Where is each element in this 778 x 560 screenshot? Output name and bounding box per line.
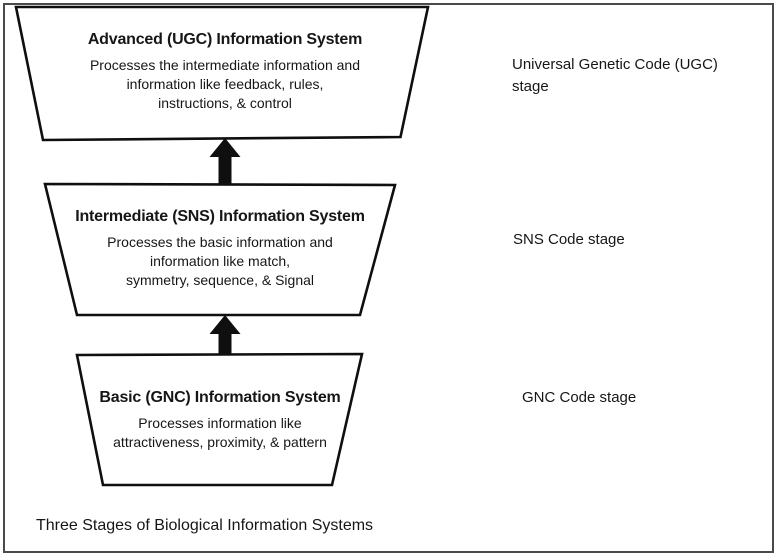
stage-intermediate-title: Intermediate (SNS) Information System — [75, 208, 365, 225]
arrow-up-icon — [209, 138, 241, 184]
stage-intermediate-text: Intermediate (SNS) Information System Pr… — [48, 206, 392, 290]
stage-intermediate-description: Processes the basic information and info… — [107, 234, 333, 288]
stage-advanced-description: Processes the intermediate information a… — [89, 57, 361, 111]
stage-basic-shape — [75, 352, 364, 487]
stage-basic-text: Basic (GNC) Information System Processes… — [48, 387, 392, 452]
side-label-gnc-stage: GNC Code stage — [522, 389, 637, 406]
diagram-caption: Three Stages of Biological Information S… — [36, 517, 374, 534]
side-label-ugc-stage: Universal Genetic Code (UGC) stage — [512, 56, 718, 95]
arrow-up-icon — [209, 315, 241, 355]
stage-basic-title: Basic (GNC) Information System — [99, 389, 341, 406]
stage-advanced-text: Advanced (UGC) Information System Proces… — [53, 29, 397, 113]
stage-basic-description: Processes information like attractivenes… — [113, 415, 327, 450]
stage-advanced-shape — [14, 5, 430, 142]
stage-intermediate-shape — [43, 182, 397, 317]
stage-advanced-title: Advanced (UGC) Information System — [87, 31, 363, 48]
diagram-frame — [3, 3, 774, 553]
side-label-sns-stage: SNS Code stage — [513, 231, 625, 248]
